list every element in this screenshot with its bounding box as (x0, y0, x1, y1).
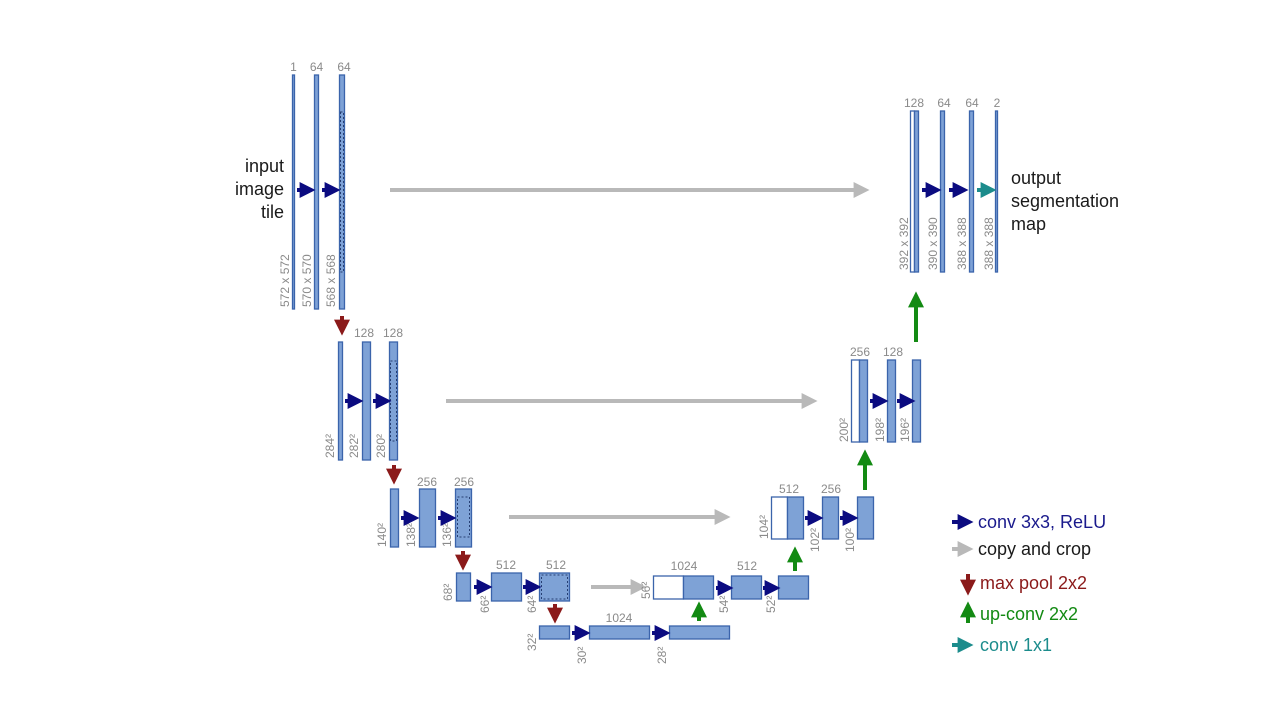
size-label: 102² (808, 528, 822, 552)
channel-label: 64 (937, 96, 951, 110)
channel-label: 1024 (671, 559, 698, 573)
feature-map-l3-conv1 (418, 488, 437, 548)
feature-map-r1-conv1 (939, 110, 946, 273)
size-label: 56² (639, 582, 653, 599)
size-label: 32² (525, 634, 539, 651)
feature-map-l3-pool (389, 488, 400, 548)
size-label: 392 x 392 (897, 217, 911, 270)
feature-map-l5-conv1 (588, 625, 651, 640)
channel-label: 128 (383, 326, 403, 340)
feature-map-r4-up (682, 575, 715, 600)
channel-label: 512 (496, 558, 516, 572)
channel-label: 128 (904, 96, 924, 110)
size-label: 390 x 390 (926, 217, 940, 270)
copied-map-r3 (770, 496, 789, 540)
legend-label-conv1x1: conv 1x1 (980, 635, 1052, 655)
size-label: 66² (478, 596, 492, 613)
feature-map-r2-conv2 (911, 359, 922, 443)
feature-map-l1-input (291, 74, 296, 310)
channel-label: 128 (883, 345, 903, 359)
feature-map-r3-conv2 (856, 496, 875, 540)
size-label: 52² (764, 596, 778, 613)
legend-label-pool: max pool 2x2 (980, 573, 1087, 593)
size-label: 570 x 570 (300, 254, 314, 307)
legend-label-conv: conv 3x3, ReLU (978, 512, 1106, 532)
size-label: 282² (347, 434, 361, 458)
size-label: 198² (873, 418, 887, 442)
channel-label: 1024 (606, 611, 633, 625)
channel-label: 1 (290, 60, 297, 74)
feature-map-r4-conv2 (777, 575, 810, 600)
size-label: 136² (440, 523, 454, 547)
size-label: 388 x 388 (982, 217, 996, 270)
output-label: map (1011, 214, 1046, 234)
feature-map-l5-conv2 (668, 625, 731, 640)
output-label: output (1011, 168, 1061, 188)
size-label: 68² (441, 584, 455, 601)
feature-map-l4-conv2 (538, 572, 571, 602)
feature-map-l4-conv1 (490, 572, 523, 602)
input-label: tile (261, 202, 284, 222)
size-label: 104² (757, 515, 771, 539)
legend: conv 3x3, ReLU copy and crop max pool 2x… (952, 512, 1106, 655)
legend-label-upconv: up-conv 2x2 (980, 604, 1078, 624)
feature-map-l5-pool (538, 625, 571, 640)
output-label: segmentation (1011, 191, 1119, 211)
size-label: 30² (575, 647, 589, 664)
channel-label: 256 (454, 475, 474, 489)
size-label: 28² (655, 647, 669, 664)
feature-map-l2-conv1 (361, 341, 372, 461)
feature-map-r1-up (913, 110, 920, 273)
copied-map-r4 (652, 575, 685, 600)
feature-map-l4-pool (455, 572, 472, 602)
copied-map-r2 (850, 359, 861, 443)
feature-map-r2-up (858, 359, 869, 443)
size-label: 388 x 388 (955, 217, 969, 270)
channel-label: 128 (354, 326, 374, 340)
channel-label: 64 (965, 96, 979, 110)
input-label: input (245, 156, 284, 176)
size-label: 64² (525, 596, 539, 613)
size-label: 54² (717, 596, 731, 613)
size-label: 196² (898, 418, 912, 442)
feature-map-r1-conv2 (968, 110, 975, 273)
feature-map-l1-conv1 (313, 74, 320, 310)
channel-label: 64 (310, 60, 324, 74)
size-label: 284² (323, 434, 337, 458)
feature-map-r4-conv1 (730, 575, 763, 600)
channel-label: 2 (994, 96, 1001, 110)
channel-label: 512 (546, 558, 566, 572)
crop-region-l3 (457, 496, 470, 538)
legend-label-copy: copy and crop (978, 539, 1091, 559)
input-label: image (235, 179, 284, 199)
channel-label: 512 (779, 482, 799, 496)
channel-label: 512 (737, 559, 757, 573)
size-label: 568 x 568 (324, 254, 338, 307)
size-label: 100² (843, 528, 857, 552)
size-label: 140² (375, 523, 389, 547)
channel-label: 64 (337, 60, 351, 74)
size-label: 280² (374, 434, 388, 458)
feature-map-r3-up (786, 496, 805, 540)
feature-map-r3-conv1 (821, 496, 840, 540)
size-label: 200² (837, 418, 851, 442)
channel-label: 256 (850, 345, 870, 359)
size-label: 572 x 572 (278, 254, 292, 307)
size-label: 138² (404, 523, 418, 547)
channel-label: 256 (417, 475, 437, 489)
feature-map-l2-pool (337, 341, 344, 461)
feature-map-r2-conv1 (886, 359, 897, 443)
channel-label: 256 (821, 482, 841, 496)
